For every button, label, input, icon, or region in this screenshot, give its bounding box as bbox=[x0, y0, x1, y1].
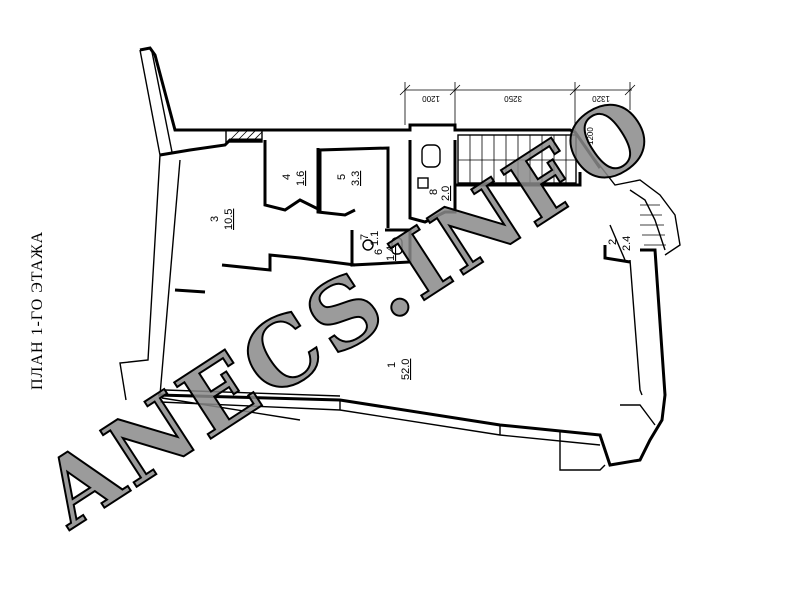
room-area: 1.1 bbox=[369, 231, 381, 246]
staircase bbox=[457, 134, 681, 256]
room-6-label: 6 1.4 bbox=[373, 246, 397, 261]
room-area: 1.4 bbox=[385, 246, 397, 261]
dimension-label: 1320 bbox=[592, 94, 610, 103]
room-1-label: 1 52.0 bbox=[386, 359, 412, 380]
interior-walls bbox=[174, 140, 631, 294]
facade-wall bbox=[157, 248, 667, 471]
room-number: 2 bbox=[607, 239, 619, 245]
room-area: 1.6 bbox=[295, 171, 307, 186]
room-number: 8 bbox=[428, 189, 440, 195]
room-5-label: 5 3.3 bbox=[336, 171, 362, 186]
room-number: 3 bbox=[209, 216, 221, 222]
room-7-label: 7 1.1 bbox=[359, 231, 381, 246]
room-area: 2.4 bbox=[621, 236, 633, 251]
dimension-label: 1200 bbox=[422, 94, 440, 103]
room-labels: 1 52.0 2 2.4 3 10.5 4 1.6 5 3.3 6 1.4 7 … bbox=[209, 171, 633, 380]
room-number: 5 bbox=[336, 174, 348, 180]
room-2-label: 2 2.4 bbox=[607, 236, 633, 251]
toilet-icon bbox=[421, 144, 441, 168]
room-area: 10.5 bbox=[223, 209, 235, 230]
exterior-walls bbox=[119, 46, 602, 401]
room-area: 52.0 bbox=[400, 359, 412, 380]
room-area: 2.0 bbox=[440, 186, 452, 201]
dimension-label: 1200 bbox=[586, 127, 595, 145]
room-number: 1 bbox=[386, 362, 398, 368]
sink-icon bbox=[417, 177, 429, 189]
sink-icon bbox=[362, 239, 374, 251]
room-number: 7 bbox=[359, 234, 371, 240]
room-number: 4 bbox=[281, 174, 293, 180]
toilet-icon bbox=[391, 237, 403, 255]
watermark: ANECS.INFO bbox=[22, 73, 674, 549]
wc-fixtures bbox=[362, 144, 441, 255]
room-4-label: 4 1.6 bbox=[281, 171, 307, 186]
dimension-label: 3250 bbox=[504, 94, 522, 103]
plan-title: ПЛАН 1-ГО ЭТАЖА bbox=[29, 231, 46, 390]
room-3-label: 3 10.5 bbox=[209, 209, 235, 230]
dimension-line: 1200 3250 1320 1200 bbox=[399, 82, 636, 145]
room-number: 6 bbox=[373, 249, 385, 255]
room-area: 3.3 bbox=[350, 171, 362, 186]
room-8-label: 8 2.0 bbox=[428, 186, 452, 201]
